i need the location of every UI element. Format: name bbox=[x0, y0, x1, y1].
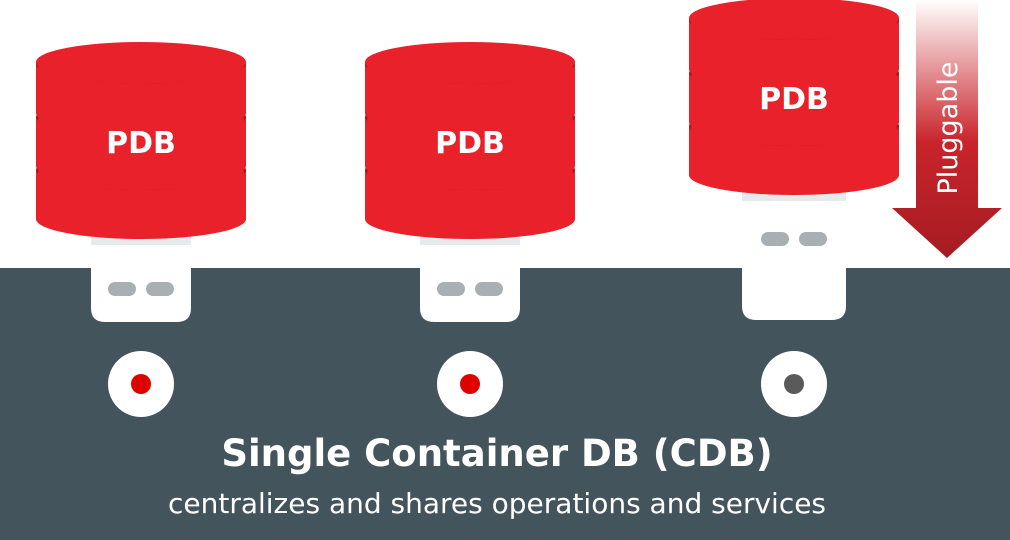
disk-top-face bbox=[36, 42, 246, 82]
pluggable-arrow: Pluggable bbox=[892, 0, 1002, 258]
usb-hole-right bbox=[475, 282, 503, 296]
cdb-title: Single Container DB (CDB) bbox=[221, 432, 772, 475]
usb-plug bbox=[742, 183, 846, 320]
pdb-label: PDB bbox=[759, 82, 829, 117]
usb-hole-right bbox=[146, 282, 174, 296]
usb-hole-left bbox=[437, 282, 465, 296]
indicator-active-dot bbox=[460, 374, 480, 394]
cdb-subtitle: centralizes and shares operations and se… bbox=[168, 487, 826, 520]
disk-top-face bbox=[689, 0, 899, 38]
usb-plug bbox=[420, 227, 520, 322]
usb-hole-left bbox=[761, 232, 789, 246]
pluggable-db-0: PDB bbox=[36, 42, 246, 417]
indicator-active-dot bbox=[131, 374, 151, 394]
disk-top-face bbox=[365, 42, 575, 82]
pdb-label: PDB bbox=[106, 126, 176, 161]
usb-plug bbox=[91, 227, 191, 322]
arrow-label: Pluggable bbox=[933, 62, 964, 195]
down-arrow-icon bbox=[892, 0, 1002, 258]
pluggable-db-1: PDB bbox=[365, 42, 575, 417]
usb-hole-right bbox=[799, 232, 827, 246]
pdb-label: PDB bbox=[435, 126, 505, 161]
indicator-inactive-dot bbox=[784, 374, 804, 394]
usb-hole-left bbox=[108, 282, 136, 296]
pluggable-db-2: PDB bbox=[689, 0, 899, 417]
